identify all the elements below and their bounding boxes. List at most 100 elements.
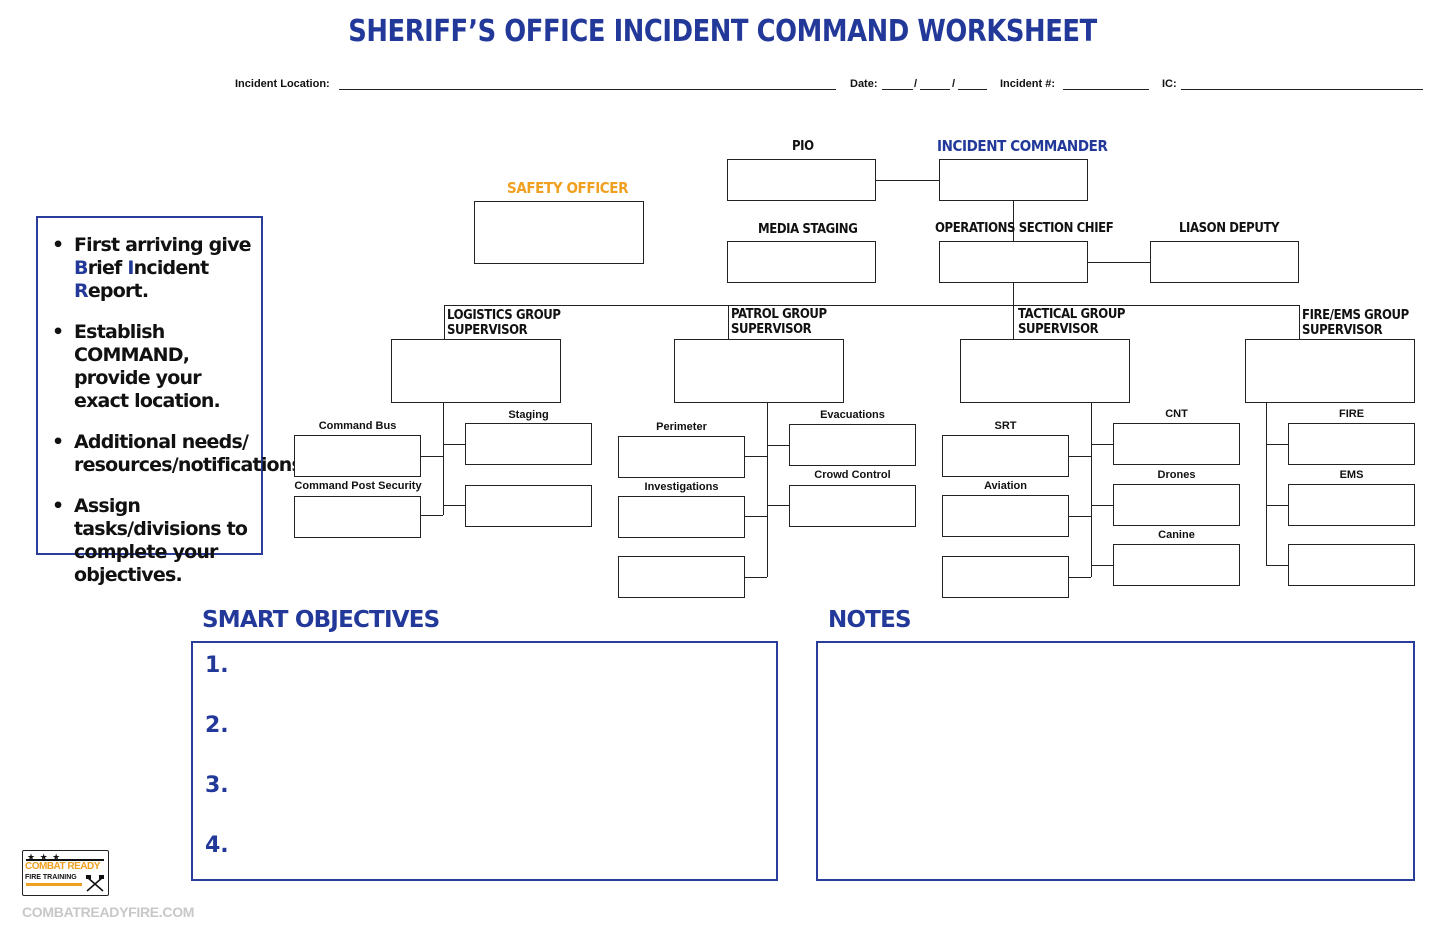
perimeter-box[interactable] [618,436,745,478]
connector-line [1091,403,1092,577]
fire-label: FIRE [1338,408,1365,420]
logo-bar [26,883,82,886]
connector-line [1266,565,1288,566]
staging-box[interactable] [465,423,592,465]
connector-line [1266,403,1267,565]
investigations-label: Investigations [644,481,719,493]
connector-line [421,515,443,516]
fire-box[interactable] [1288,423,1415,465]
cnt-box[interactable] [1113,423,1240,465]
objective-number: 2. [205,713,229,738]
notes-panel[interactable] [816,641,1415,881]
evacuations-box[interactable] [789,424,916,466]
ic-label: IC: [1162,78,1177,90]
incident-commander-box[interactable] [939,159,1088,201]
objective-number: 3. [205,773,229,798]
crossed-axes-icon [86,875,104,892]
command-bus-label: Command Bus [318,420,397,432]
evacuations-label: Evacuations [820,409,885,421]
incident-location-label: Incident Location: [235,78,330,90]
patrol-extra-box[interactable] [618,556,745,598]
investigations-box[interactable] [618,496,745,538]
tip-item: Establish COMMAND, provide your exact lo… [42,321,253,413]
safety-officer-box[interactable] [474,201,644,264]
command-post-security-box[interactable] [294,496,421,538]
pio-label: PIO [792,139,814,154]
connector-line [876,180,939,181]
incident-location-field[interactable] [339,89,836,90]
connector-line [1091,444,1113,445]
connector-line [728,305,729,339]
date-year-field[interactable] [958,89,987,90]
patrol-box[interactable] [674,339,844,403]
connector-line [1069,456,1091,457]
date-separator: / [952,78,956,90]
connector-line [1266,505,1288,506]
perimeter-label: Perimeter [656,421,707,433]
connector-line [1088,262,1150,263]
fire-ems-extra-box[interactable] [1288,544,1415,586]
page-title: SHERIFF’S OFFICE INCIDENT COMMAND WORKSH… [348,14,1097,49]
cnt-label: CNT [1165,408,1188,420]
date-day-field[interactable] [920,89,950,90]
connector-line [767,505,789,506]
aviation-label: Aviation [984,480,1027,492]
drones-label: Drones [1157,469,1196,481]
staging-label: Staging [508,409,549,421]
liason-deputy-label: LIASON DEPUTY [1179,221,1280,236]
ic-field[interactable] [1181,89,1423,90]
connector-line [1091,505,1113,506]
srt-box[interactable] [942,435,1069,477]
connector-line [1069,577,1091,578]
connector-line [745,577,767,578]
fire-ems-box[interactable] [1245,339,1415,403]
connector-line [443,403,444,515]
command-bus-box[interactable] [294,435,421,477]
tip-item: First arriving give Brief Incident Repor… [42,234,253,303]
tip-item: Assign tasks/divisions to complete your … [42,495,253,587]
drones-box[interactable] [1113,484,1240,526]
objective-number: 1. [205,653,229,678]
logistics-box[interactable] [391,339,561,403]
crowd-control-box[interactable] [789,485,916,527]
pio-box[interactable] [727,159,876,201]
footer-url[interactable]: COMBATREADYFIRE.COM [22,904,195,920]
tip-item: Additional needs/ resources/notification… [42,431,309,477]
media-staging-box[interactable] [727,241,876,283]
connector-line [444,305,445,339]
smart-objectives-panel[interactable]: 1. 2. 3. 4. [191,641,778,881]
connector-line [1013,201,1014,241]
ops-chief-box[interactable] [939,241,1088,283]
ems-box[interactable] [1288,484,1415,526]
aviation-box[interactable] [942,495,1069,537]
logistics-extra-box[interactable] [465,485,592,527]
crowd-control-label: Crowd Control [814,469,891,481]
media-staging-label: MEDIA STAGING [758,222,858,237]
incident-number-field[interactable] [1063,89,1149,90]
tips-list: First arriving give Brief Incident Repor… [42,234,309,587]
connector-line [444,305,1299,306]
tactical-extra-box[interactable] [942,556,1069,598]
liason-deputy-box[interactable] [1150,241,1299,283]
connector-line [767,445,789,446]
ops-chief-label: OPERATIONS SECTION CHIEF [935,221,1114,236]
objective-number: 4. [205,833,229,858]
date-separator: / [914,78,918,90]
connector-line [1013,283,1014,339]
connector-line [1299,305,1300,339]
logo-line1: COMBAT READY [25,861,100,872]
ems-label: EMS [1339,469,1364,481]
connector-line [1091,565,1113,566]
date-month-field[interactable] [882,89,913,90]
canine-box[interactable] [1113,544,1240,586]
notes-heading: NOTES [828,607,912,633]
tactical-box[interactable] [960,339,1130,403]
tips-panel: First arriving give Brief Incident Repor… [36,216,309,586]
connector-line [1069,516,1091,517]
logo-stars: ★ ★ ★ [27,852,62,862]
connector-line [767,403,768,577]
